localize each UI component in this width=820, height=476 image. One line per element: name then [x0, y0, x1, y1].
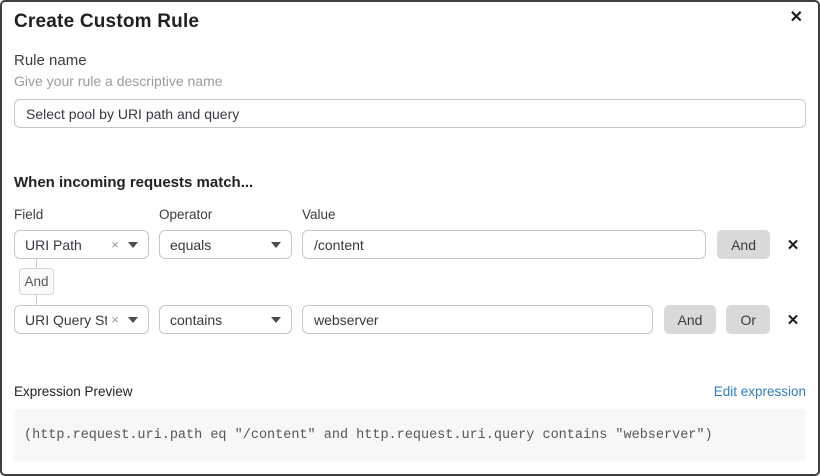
operator-select[interactable]: contains	[159, 305, 292, 334]
expression-preview-label: Expression Preview	[14, 384, 133, 399]
operator-select[interactable]: equals	[159, 230, 292, 259]
field-select[interactable]: URI Query St... ×	[14, 305, 149, 334]
rule-name-label: Rule name	[14, 52, 87, 69]
field-select-value: URI Query St...	[25, 311, 108, 328]
operator-select-value: contains	[170, 311, 223, 328]
rule-name-helper: Give your rule a descriptive name	[14, 73, 223, 89]
value-input[interactable]	[302, 305, 653, 334]
delete-row-icon[interactable]: ✕	[786, 311, 800, 329]
chevron-down-icon	[271, 241, 281, 248]
connector-line	[36, 295, 37, 305]
value-input[interactable]	[302, 230, 707, 259]
and-connector-badge[interactable]: And	[19, 268, 54, 295]
match-heading: When incoming requests match...	[14, 174, 254, 191]
delete-row-icon[interactable]: ✕	[786, 236, 800, 254]
clear-icon[interactable]: ×	[111, 237, 119, 252]
and-button[interactable]: And	[663, 305, 717, 334]
condition-column-labels: Field Operator Value	[14, 207, 806, 222]
chevron-down-icon	[128, 241, 138, 248]
edit-expression-link[interactable]: Edit expression	[713, 384, 806, 399]
row-connector: And	[19, 259, 54, 305]
condition-row: URI Query St... × contains And Or ✕	[14, 305, 806, 334]
connector-line	[36, 259, 37, 268]
condition-row: URI Path × equals And ✕	[14, 230, 806, 259]
expression-header: Expression Preview Edit expression	[14, 384, 806, 399]
clear-icon[interactable]: ×	[111, 312, 119, 327]
field-select[interactable]: URI Path ×	[14, 230, 149, 259]
operator-column-label: Operator	[159, 207, 213, 222]
field-select-value: URI Path	[25, 236, 82, 253]
expression-preview-code: (http.request.uri.path eq "/content" and…	[14, 409, 806, 461]
field-column-label: Field	[14, 207, 44, 222]
or-button[interactable]: Or	[726, 305, 770, 334]
close-icon[interactable]: ✕	[789, 9, 803, 26]
dialog-title: Create Custom Rule	[14, 11, 200, 32]
and-button[interactable]: And	[717, 230, 770, 259]
value-column-label: Value	[302, 207, 336, 222]
chevron-down-icon	[128, 316, 138, 323]
operator-select-value: equals	[170, 236, 212, 253]
chevron-down-icon	[271, 316, 281, 323]
rule-name-input[interactable]	[14, 99, 806, 128]
